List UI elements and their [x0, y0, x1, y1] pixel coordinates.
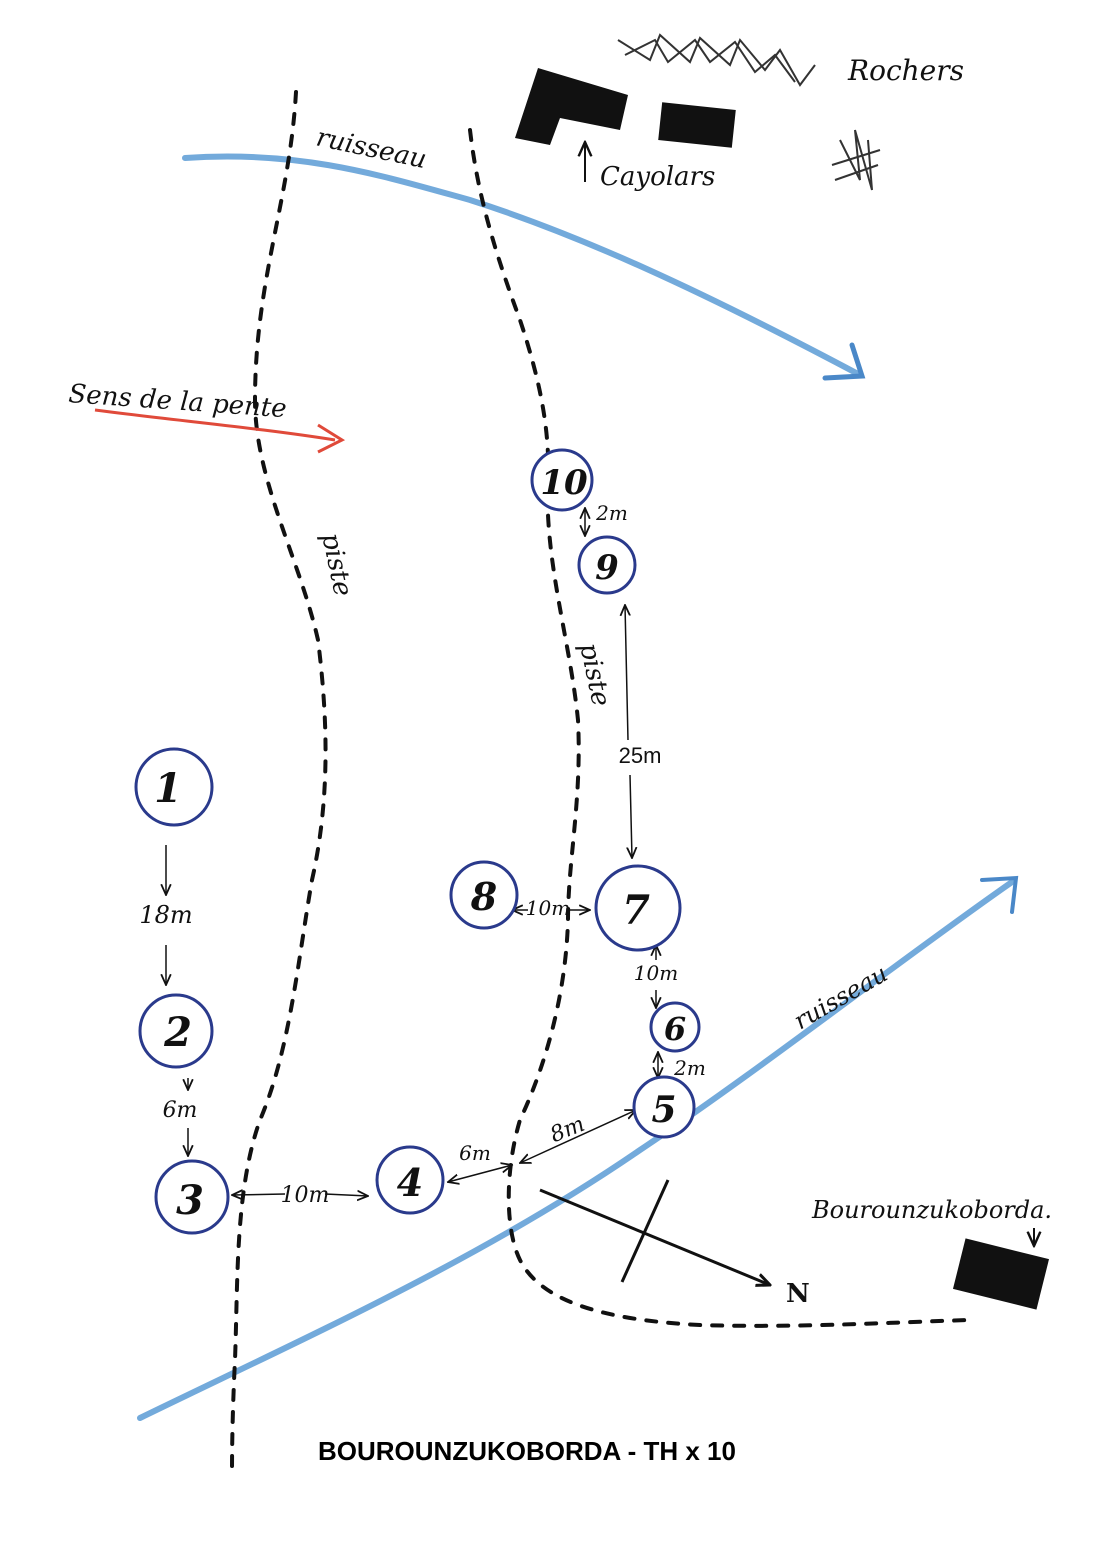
track-right: [468, 128, 972, 1328]
distance-1-2: 18m: [139, 901, 192, 929]
tumulus-10-label: 10: [540, 463, 588, 503]
distance-9-10: 2m: [595, 501, 628, 525]
tumulus-9-label: 9: [595, 548, 619, 588]
tumulus-7-label: 7: [622, 887, 650, 934]
tumulus-1-label: 1: [154, 765, 182, 812]
track-right-label: piste: [573, 640, 616, 709]
farm-building: [952, 1238, 1050, 1310]
distance-7-9: 25m: [619, 743, 662, 768]
tumulus-10: [530, 448, 594, 512]
tumulus-6: [649, 1001, 701, 1053]
tumulus-8: [449, 860, 519, 930]
hut-large: [515, 68, 628, 145]
distance-8-7: 10m: [526, 896, 570, 920]
distance-5-6: 2m: [673, 1056, 706, 1080]
tumulus-4: [375, 1145, 445, 1215]
tumulus-8-label: 8: [470, 874, 497, 919]
tumulus-3: [154, 1159, 230, 1235]
tumulus-6-label: 6: [664, 1010, 686, 1048]
arrow-3-4: [232, 1194, 368, 1196]
tumuli: [134, 448, 701, 1235]
stream-bottom-arrowhead: [980, 875, 1019, 914]
north-arrow: [539, 1179, 770, 1285]
distance-6-7: 10m: [634, 961, 678, 985]
farm-label: Bourounzukoborda.: [811, 1196, 1052, 1224]
tumulus-2-label: 2: [163, 1009, 192, 1056]
tumulus-5: [632, 1075, 696, 1139]
slope-arrowhead: [317, 423, 346, 454]
slope-arrow: [94, 408, 336, 442]
tumulus-5-label: 5: [651, 1089, 676, 1131]
map-caption: BOUROUNZUKOBORDA - TH x 10: [318, 1436, 736, 1466]
distance-4-5: 8m: [547, 1112, 589, 1148]
north-label: N: [786, 1279, 810, 1309]
rocks-scribble: [617, 33, 881, 191]
distance-4-track: 6m: [459, 1141, 491, 1165]
stream-top-arrowhead: [822, 342, 866, 381]
huts-label: Cayolars: [600, 162, 715, 192]
hut-small: [658, 102, 736, 148]
arrow-4-track: [448, 1165, 512, 1182]
tumulus-4-label: 4: [397, 1160, 423, 1205]
tumulus-7: [594, 864, 682, 952]
track-left-label: piste: [315, 530, 358, 599]
track-left: [230, 90, 328, 1477]
distance-arrows: [166, 508, 658, 1196]
stream-bottom: [137, 879, 1015, 1421]
arrow-7-9: [625, 605, 632, 858]
tumulus-3-label: 3: [176, 1177, 204, 1224]
rocks-label: Rochers: [847, 54, 964, 87]
tumulus-2: [138, 993, 214, 1069]
tumulus-9: [577, 535, 637, 595]
tumulus-1: [134, 747, 214, 827]
distance-2-3: 6m: [163, 1098, 198, 1123]
stream-bottom-label: ruisseau: [789, 959, 892, 1035]
arrow-4-5: [520, 1110, 636, 1163]
stream-top: [182, 153, 863, 378]
distance-3-4: 10m: [281, 1183, 330, 1208]
